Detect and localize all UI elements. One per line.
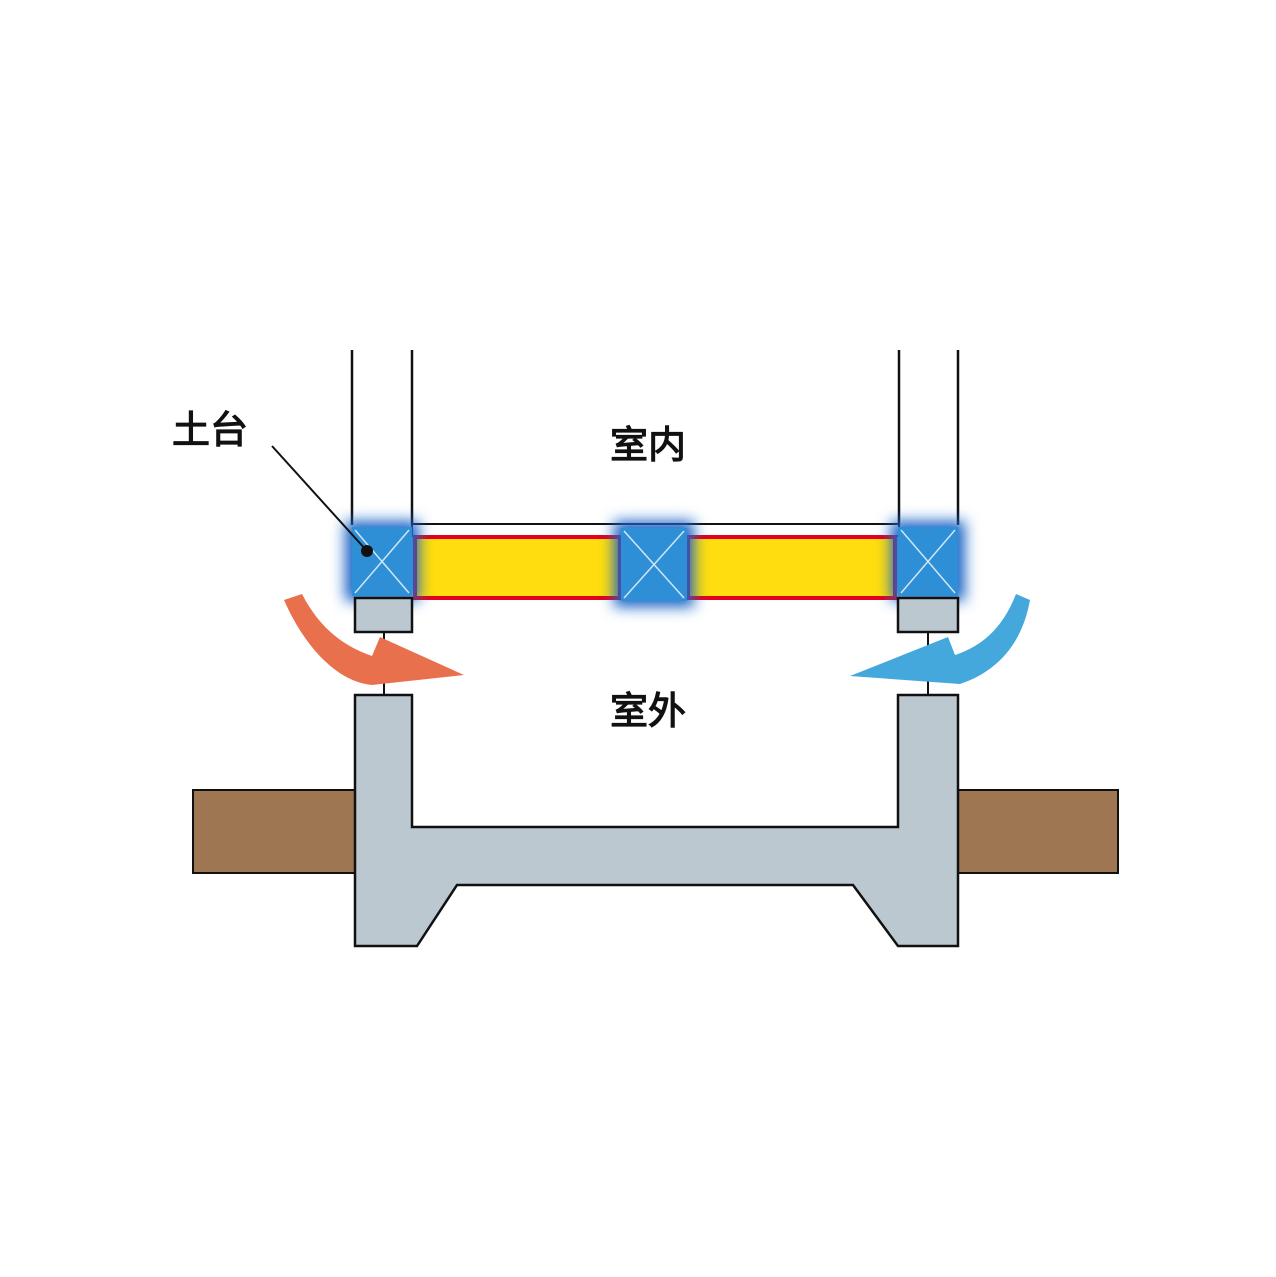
outdoor-label: 室外 xyxy=(610,689,686,733)
sill-left xyxy=(345,521,419,601)
sill-leader-line xyxy=(271,445,368,552)
soil-left xyxy=(192,789,356,874)
block-left xyxy=(353,596,414,634)
soil-right xyxy=(957,789,1119,874)
warm-airflow-arrow xyxy=(284,594,464,685)
insulation-panel-right xyxy=(686,535,897,600)
sill-label: 土台 xyxy=(172,408,248,452)
insulation-panel-left xyxy=(413,535,622,600)
sill-leader-dot xyxy=(361,545,373,557)
sill-right xyxy=(891,521,965,601)
sill-center xyxy=(614,521,694,607)
indoor-label: 室内 xyxy=(610,423,686,467)
cool-airflow-arrow xyxy=(850,594,1030,684)
concrete-foundation xyxy=(353,693,960,948)
block-right xyxy=(896,596,960,634)
